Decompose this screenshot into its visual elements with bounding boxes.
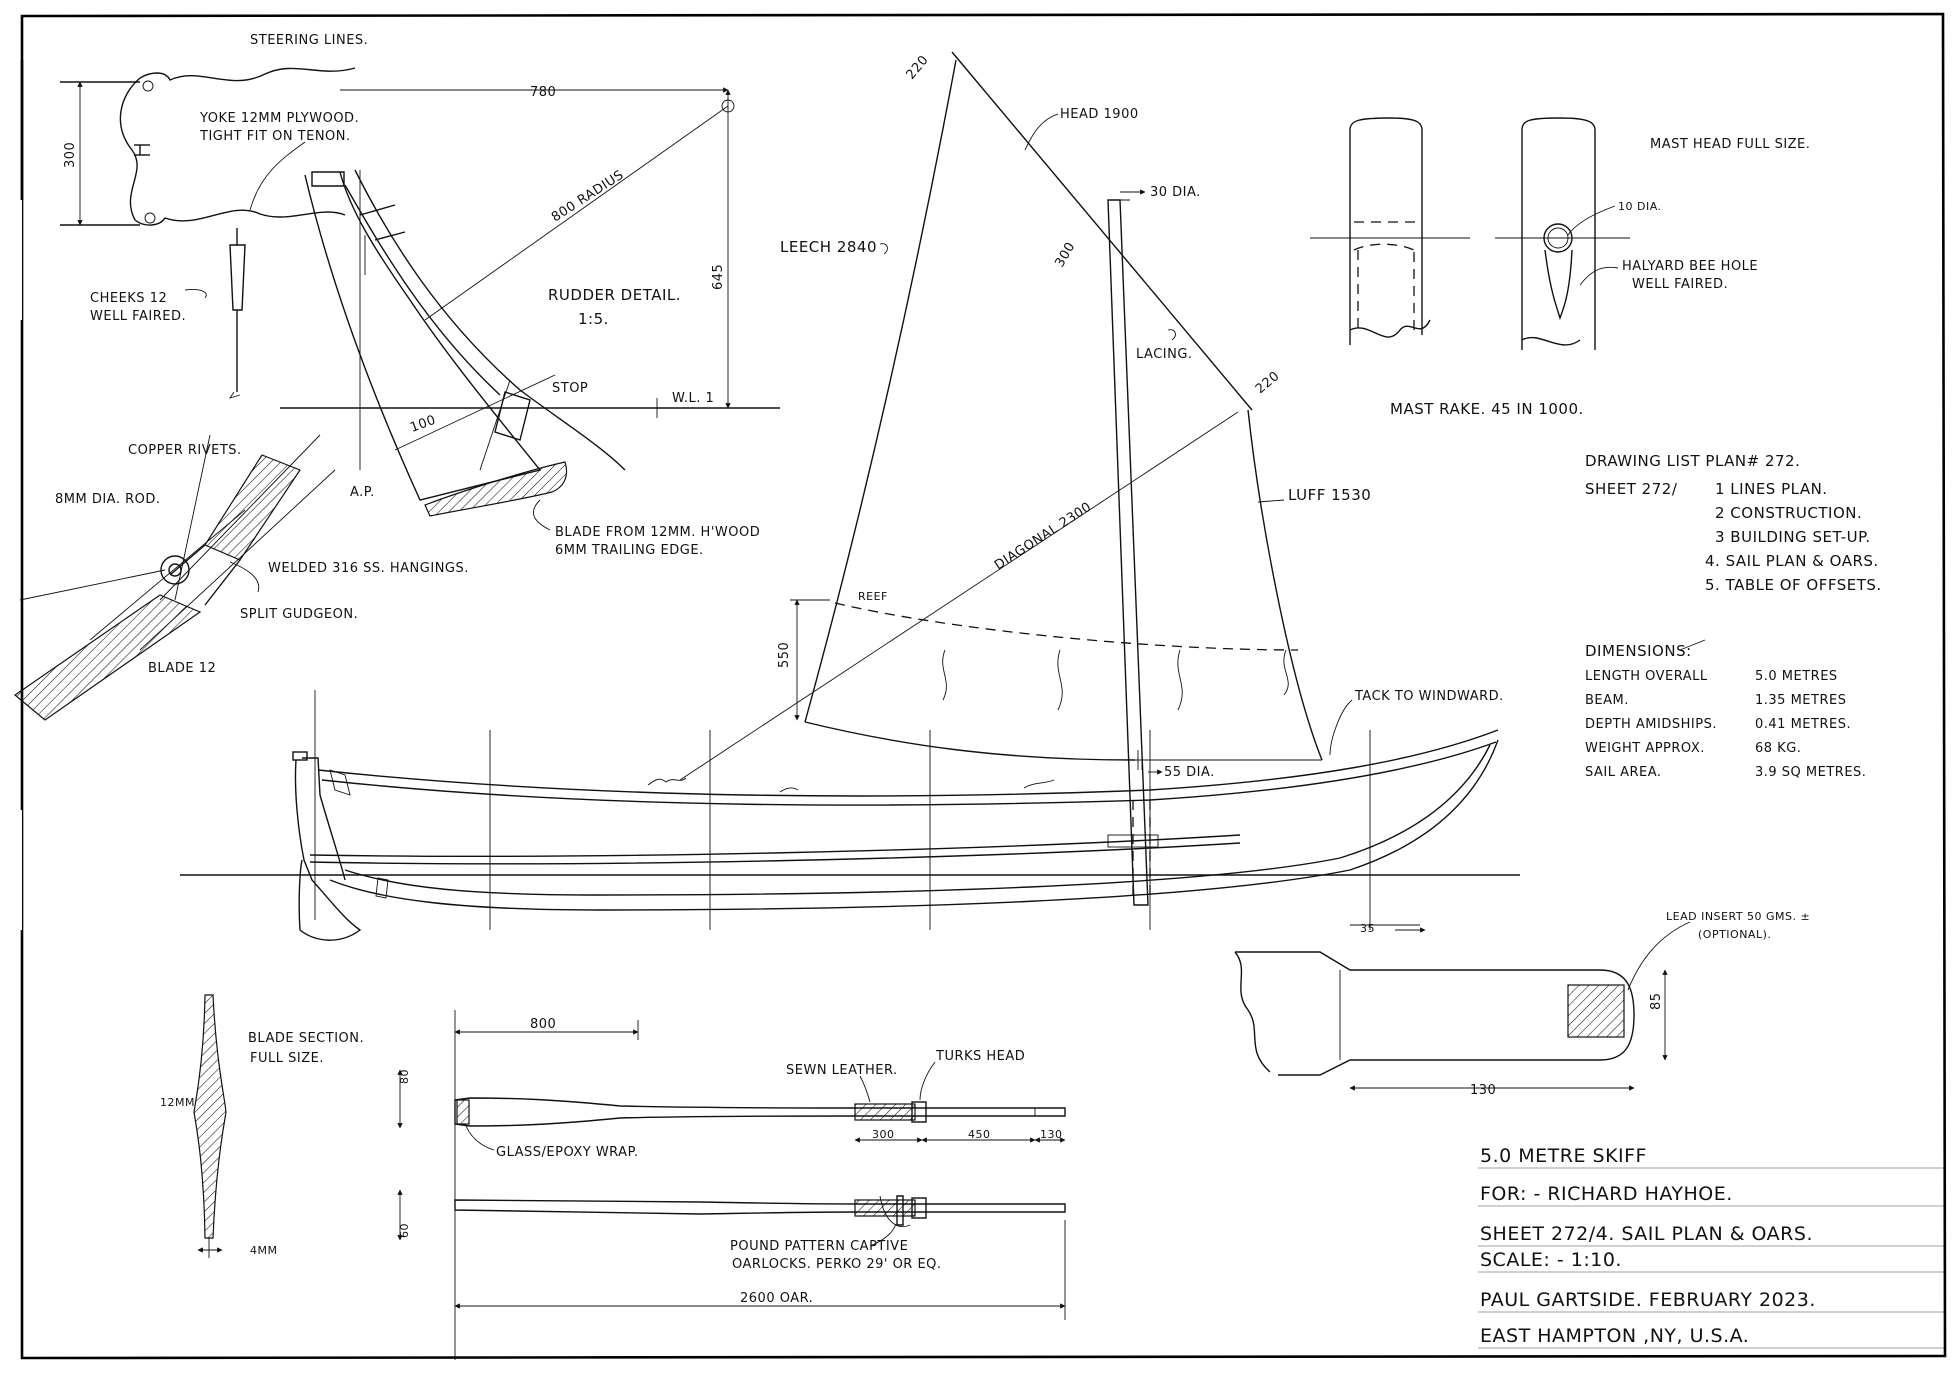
- trailing-edge-label: 6MM TRAILING EDGE.: [555, 543, 704, 558]
- drawing-list-item: 2 CONSTRUCTION.: [1715, 504, 1862, 522]
- sheet-border: [14, 12, 1947, 1360]
- pound-label: POUND PATTERN CAPTIVE: [730, 1239, 908, 1254]
- dim-35-label: 35: [1360, 922, 1375, 935]
- rod-label: 8MM DIA. ROD.: [55, 492, 161, 507]
- dimension-label: LENGTH OVERALL: [1585, 669, 1708, 684]
- dia-10-label: 10 DIA.: [1618, 200, 1662, 213]
- mast-rake-label: MAST RAKE. 45 IN 1000.: [1390, 400, 1584, 418]
- dim-550-label: 550: [777, 642, 792, 668]
- drawing-list-item: 1 LINES PLAN.: [1715, 480, 1828, 498]
- title-line-5: PAUL GARTSIDE. FEBRUARY 2023.: [1480, 1289, 1816, 1311]
- dimension-value: 5.0 METRES: [1755, 669, 1838, 684]
- dimension-label: WEIGHT APPROX.: [1585, 741, 1705, 756]
- title-line-4: SCALE: - 1:10.: [1480, 1249, 1622, 1271]
- dimension-label: DEPTH AMIDSHIPS.: [1585, 717, 1717, 732]
- head-label: HEAD 1900: [1060, 107, 1139, 122]
- drawing-list-item: 4. SAIL PLAN & OARS.: [1705, 552, 1879, 570]
- sewn-leather-label: SEWN LEATHER.: [786, 1063, 898, 1078]
- steering-yoke-detail: STEERING LINES. 300 YOKE 12MM PLYWOOD. T…: [60, 33, 368, 399]
- dim-645-label: 645: [711, 264, 726, 290]
- dim-780-label: 780: [530, 85, 556, 100]
- gudgeon-detail: COPPER RIVETS. 8MM DIA. ROD. WELDED 316 …: [14, 434, 469, 721]
- turks-head-label: TURKS HEAD: [935, 1049, 1025, 1064]
- title-line-3: SHEET 272/4. SAIL PLAN & OARS.: [1480, 1223, 1813, 1245]
- oar-length-label: 2600 OAR.: [740, 1291, 813, 1306]
- seg-450-label: 450: [968, 1128, 991, 1141]
- spar-220-top-label: 220: [904, 53, 932, 83]
- mm12-label: 12MM: [160, 1096, 195, 1109]
- radius-800-label: 800 RADIUS: [549, 168, 627, 226]
- blade-section-detail: BLADE SECTION. FULL SIZE. 12MM 4MM: [160, 994, 364, 1258]
- reef-label: REEF: [858, 590, 888, 603]
- dim-300-label: 300: [63, 142, 78, 168]
- rudder-detail: 780 800 RADIUS 645 RUDDER DETAIL. 1:5. S…: [280, 85, 780, 558]
- stop-label: STOP: [552, 381, 588, 396]
- blade-from-label: BLADE FROM 12MM. H'WOOD: [555, 525, 760, 540]
- masthead-label: MAST HEAD FULL SIZE.: [1650, 137, 1810, 152]
- title-line-1: 5.0 METRE SKIFF: [1480, 1145, 1647, 1167]
- drawing-list-item: 5. TABLE OF OFFSETS.: [1705, 576, 1882, 594]
- dimension-value: 1.35 METRES: [1755, 693, 1846, 708]
- yoke-label: YOKE 12MM PLYWOOD.: [199, 111, 359, 126]
- spar-220-bottom-label: 220: [1253, 369, 1283, 397]
- ap-label: A.P.: [350, 485, 375, 500]
- seg-300-label: 300: [872, 1128, 895, 1141]
- hull-profile: [180, 690, 1520, 941]
- tack-label: TACK TO WINDWARD.: [1354, 689, 1504, 704]
- dimension-value: 68 KG.: [1755, 741, 1801, 756]
- title-line-2: FOR: - RICHARD HAYHOE.: [1480, 1183, 1733, 1205]
- split-gudgeon-label: SPLIT GUDGEON.: [240, 607, 358, 622]
- title-line-6: EAST HAMPTON ,NY, U.S.A.: [1480, 1325, 1749, 1347]
- dimension-label: SAIL AREA.: [1585, 765, 1662, 780]
- mm4-label: 4MM: [250, 1244, 277, 1257]
- title-block: 5.0 METRE SKIFF FOR: - RICHARD HAYHOE. S…: [1478, 1145, 1945, 1349]
- halyard-label: HALYARD BEE HOLE: [1622, 259, 1758, 274]
- waterline-label: W.L. 1: [672, 391, 714, 406]
- dimension-value: 0.41 METRES.: [1755, 717, 1851, 732]
- full-size-label: FULL SIZE.: [250, 1051, 324, 1066]
- rudder-scale-label: 1:5.: [578, 310, 609, 328]
- rudder-detail-title: RUDDER DETAIL.: [548, 286, 681, 304]
- oarlocks-label: OARLOCKS. PERKO 29' OR EQ.: [732, 1257, 942, 1272]
- oar-handle-detail: LEAD INSERT 50 GMS. ± (OPTIONAL). 85 35 …: [1234, 910, 1810, 1098]
- welded-label: WELDED 316 SS. HANGINGS.: [268, 561, 469, 576]
- steering-lines-label: STEERING LINES.: [250, 33, 368, 48]
- drawing-list-title: DRAWING LIST PLAN# 272.: [1585, 452, 1800, 470]
- diagonal-label: DIAGONAL 2300: [992, 500, 1094, 574]
- cheeks-label: CHEEKS 12: [90, 291, 167, 306]
- lacing-label: LACING.: [1136, 347, 1193, 362]
- dim-800-label: 800: [530, 1017, 556, 1032]
- dimensions-table: DIMENSIONS: LENGTH OVERALL 5.0 METRES BE…: [1585, 639, 1866, 780]
- glass-epoxy-label: GLASS/EPOXY WRAP.: [496, 1145, 639, 1160]
- lead-insert-label: LEAD INSERT 50 GMS. ±: [1666, 910, 1810, 923]
- blade-12-label: BLADE 12: [148, 661, 216, 676]
- dim-300b-label: 300: [1052, 240, 1078, 270]
- yoke-fit-label: TIGHT FIT ON TENON.: [199, 129, 351, 144]
- dim-80-label: 80: [398, 1069, 411, 1084]
- leech-label: LEECH 2840: [780, 238, 877, 256]
- dia-55-label: 55 DIA.: [1164, 765, 1215, 780]
- halyard-faired-label: WELL FAIRED.: [1632, 277, 1728, 292]
- blade-section-label: BLADE SECTION.: [248, 1031, 364, 1046]
- dia-30-label: 30 DIA.: [1150, 185, 1201, 200]
- seg-130-label: 130: [1040, 1128, 1063, 1141]
- sail-plan: 220 HEAD 1900 LEECH 2840 30 DIA. 300 LAC…: [679, 51, 1504, 906]
- cheeks-faired-label: WELL FAIRED.: [90, 309, 186, 324]
- dim-60-label: 60: [398, 1223, 411, 1238]
- drawing-list-item: 3 BUILDING SET-UP.: [1715, 528, 1871, 546]
- dimensions-title: DIMENSIONS:: [1585, 642, 1692, 660]
- optional-label: (OPTIONAL).: [1698, 928, 1771, 941]
- masthead-detail: MAST HEAD FULL SIZE. 10 DIA. HALYARD BEE…: [1310, 117, 1810, 418]
- dim-85-label: 85: [1649, 992, 1664, 1010]
- oar-drawings: 800 80 300 450 130 SEWN LEATHER. TURKS H…: [397, 1010, 1066, 1360]
- luff-label: LUFF 1530: [1288, 486, 1371, 504]
- dimension-label: BEAM.: [1585, 693, 1629, 708]
- dimension-value: 3.9 SQ METRES.: [1755, 765, 1866, 780]
- dim-130-label: 130: [1470, 1083, 1496, 1098]
- copper-rivets-label: COPPER RIVETS.: [128, 443, 242, 458]
- drawing-list: DRAWING LIST PLAN# 272. SHEET 272/ 1 LIN…: [1585, 452, 1882, 594]
- drawing-list-sheet: SHEET 272/: [1585, 480, 1678, 498]
